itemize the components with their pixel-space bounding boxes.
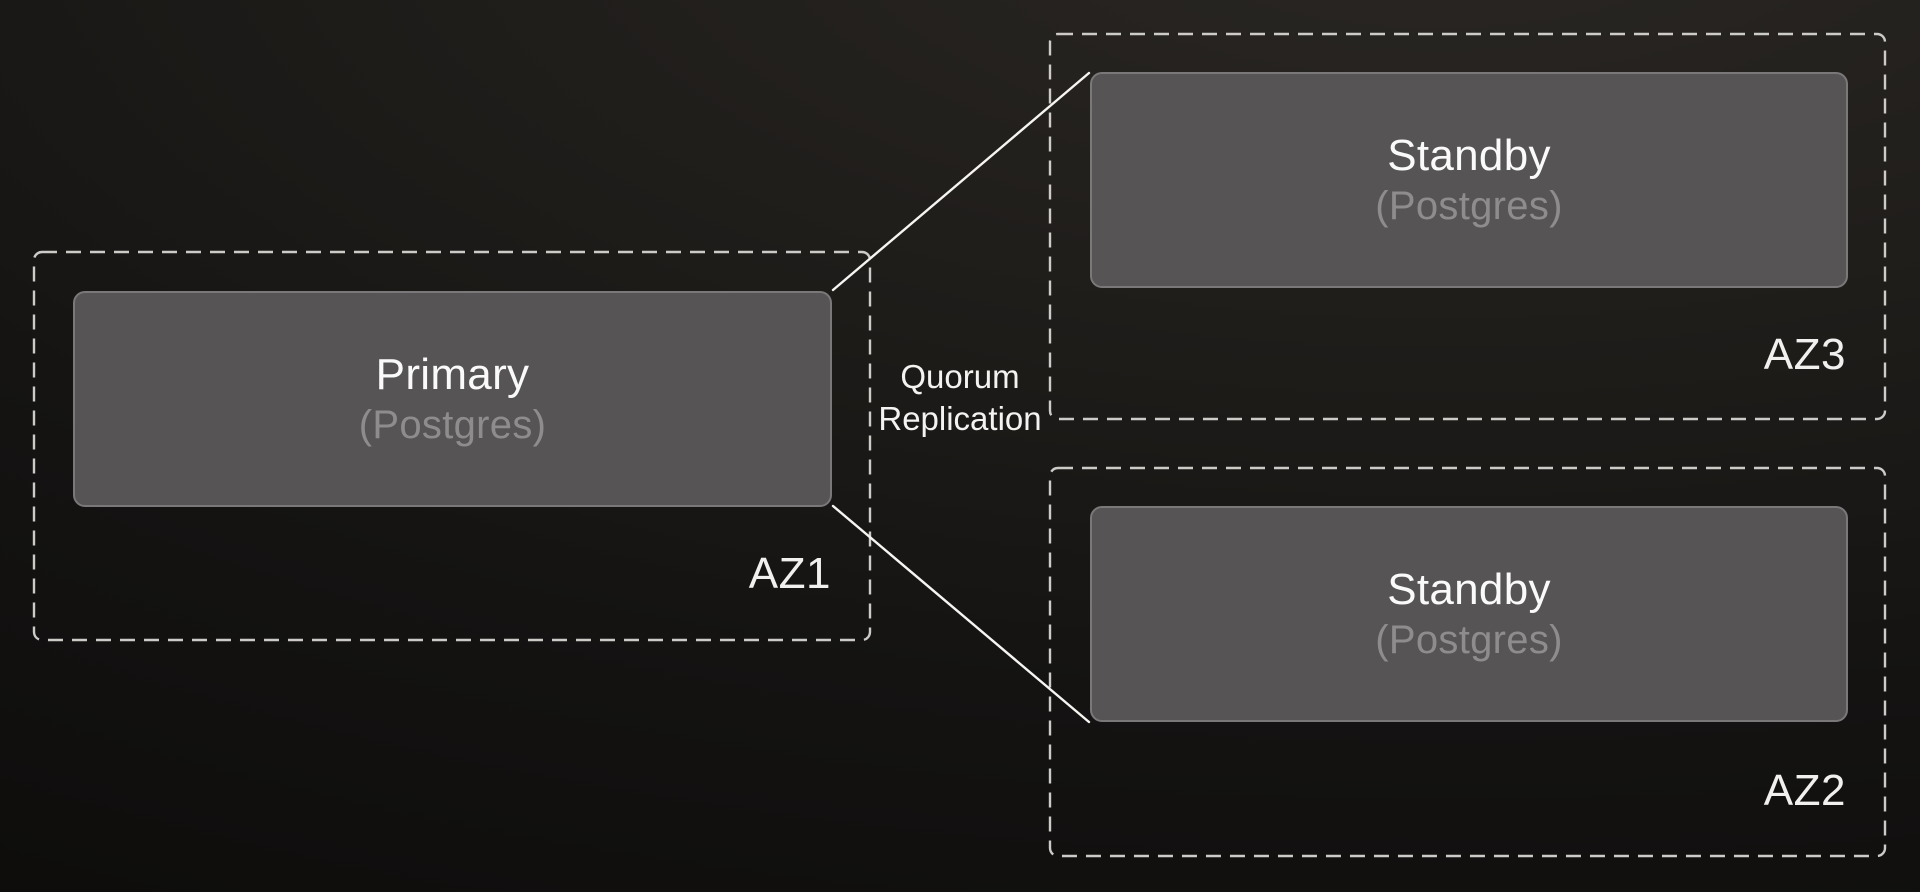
node-standby-az3: Standby (Postgres) — [1090, 72, 1848, 288]
node-primary-title: Primary — [375, 350, 530, 399]
node-standby-az2: Standby (Postgres) — [1090, 506, 1848, 722]
replication-connector-primary-to-az3 — [831, 71, 1091, 292]
zone-az2-dashed-border — [1048, 466, 1887, 858]
zone-label-az2: AZ2 — [1763, 766, 1846, 815]
node-primary: Primary (Postgres) — [73, 291, 832, 507]
node-primary-subtitle: (Postgres) — [358, 403, 547, 447]
zone-az3-dashed-border — [1048, 32, 1887, 421]
node-standby-az2-title: Standby — [1387, 565, 1551, 614]
zone-label-az1: AZ1 — [748, 549, 831, 598]
node-standby-az3-subtitle: (Postgres) — [1375, 184, 1563, 228]
node-standby-az3-title: Standby — [1387, 131, 1551, 180]
replication-connector-primary-to-az2 — [831, 504, 1091, 724]
quorum-replication-label: Quorum Replication — [878, 358, 1042, 437]
zone-az1-dashed-border — [32, 250, 872, 642]
zone-label-az3: AZ3 — [1763, 330, 1846, 379]
node-standby-az2-subtitle: (Postgres) — [1375, 618, 1563, 662]
